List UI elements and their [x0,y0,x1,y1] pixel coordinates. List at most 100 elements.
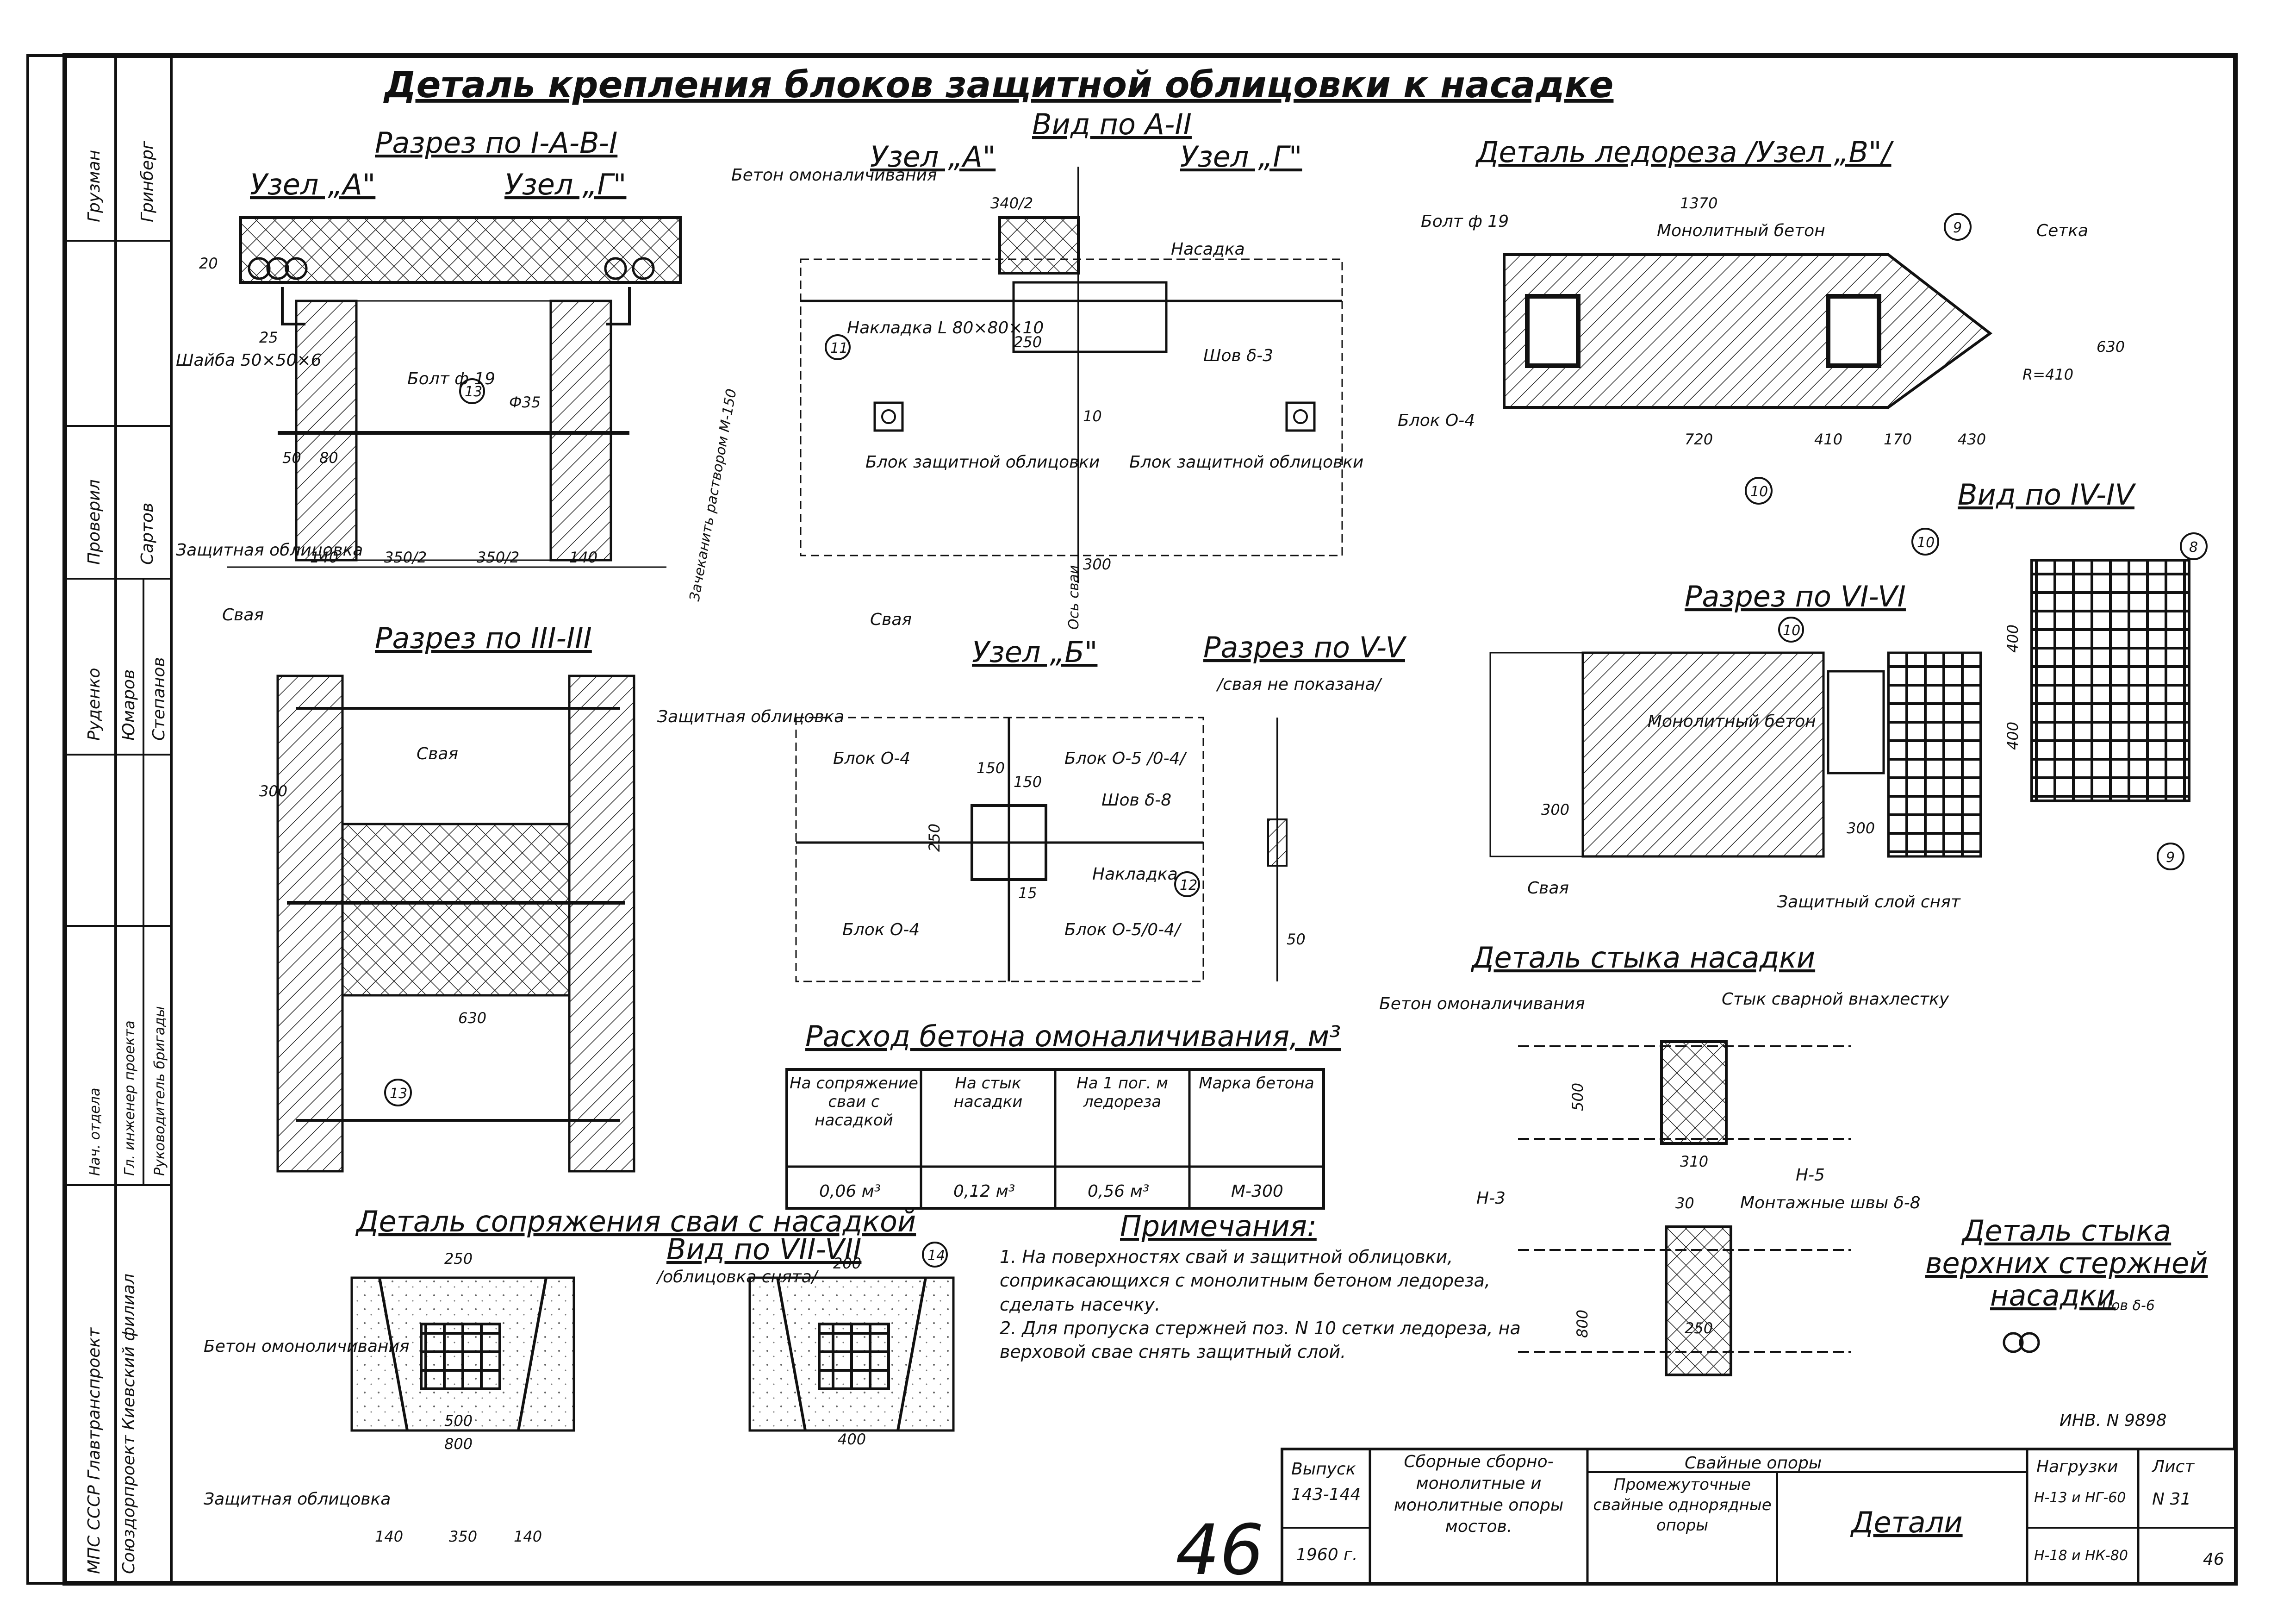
stamp-series: Сборные сборно-монолитные и монолитные о… [1394,1452,1564,1537]
view-a2-title: Вид по А-II [1032,107,1192,141]
dim-140c: 50 [1287,931,1306,948]
stamp-name: Детали [1850,1505,1963,1539]
side-org: Союздорпроект Киевский филиал [119,1274,138,1574]
dim-300b: 300 [1541,801,1569,818]
side-role-2: Гл. инженер проекта [122,1020,138,1176]
label-blok-o4b: Блок О-4 [842,920,920,939]
dim-350a: 350/2 [384,549,427,566]
view-4: Вид по IV-IV 8 10 9 400 400 [1911,478,2208,870]
pile-right [549,300,612,562]
dim-15a: 300 [259,782,287,800]
dim-800a: 800 [1574,1310,1591,1338]
dim-1370: 1370 [1680,194,1717,212]
side-name-2: Гринберг [138,140,157,222]
node-a-title: Узел „А" [250,168,375,201]
notes-title: Примечания: [1120,1209,1317,1243]
label-zash-sloy: Защитный слой снят [1777,893,1961,912]
label-shayba: Шайба 50×50×6 [176,351,322,370]
dim-250d: 250 [444,1250,473,1268]
side-name-4: Сартов [138,503,157,565]
dim-310a: 310 [1680,1153,1708,1170]
node-b-title: Узел „Б" [972,635,1097,669]
notes: Примечания: 1. На поверхностях свай и за… [1000,1209,1521,1362]
section-3: Разрез по III-III Свая Защитная облицовк… [259,621,844,1173]
node-b: Узел „Б" Блок О-4 Блок О-5 /0-4/ Шов δ-8… [795,635,1204,982]
stamp-type: Промежуточные свайные однорядные опоры [1593,1475,1772,1535]
circle-13b: 13 [390,1086,407,1102]
label-bolt: Болт ф 19 [407,369,495,388]
label-svaya-top: Свая [222,606,264,625]
cap-beam [239,216,682,284]
upper-joint-title-1: Деталь стыка [1961,1214,2171,1248]
node-b-plate [971,804,1047,881]
label-blok-zash-1: Блок защитной облицовки [865,453,1100,472]
table-header-2: На стык насадки [953,1074,1023,1111]
dim-20: 20 [199,255,218,272]
stamp-list-label: Лист [2151,1457,2195,1476]
dim-300c: 300 [1847,819,1875,837]
dim-140a: 140 [310,549,338,566]
dim-400c: 400 [838,1430,866,1448]
dim-80: 80 [319,449,338,467]
dim-150a: 150 [977,759,1005,777]
side-title-block: Грузман Гринберг Проверил Сартов Руденко… [63,56,173,1583]
dim-250b: 15 [1018,884,1037,902]
mesh-grid [2030,559,2190,802]
stamp-type-head: Свайные опоры [1685,1454,1822,1473]
stamp-load1: Н-13 и НГ-60 [2034,1490,2126,1506]
section-6: Разрез по VI-VI Монолитный бетон Свая За… [1489,580,1982,912]
cut-5-title: Разрез по V-V [1203,631,1407,664]
side-role-1: Нач. отдела [87,1088,103,1176]
pile-joint-title: Деталь сопряжения сваи с насадкой [355,1205,916,1238]
joint-title: Деталь стыка насадки [1470,941,1815,974]
label-nakladka2: Накладка [1092,865,1178,884]
stamp-vypusk: 143-144 [1291,1485,1361,1504]
main-title: Деталь крепления блоков защитной облицов… [383,64,1613,106]
view-4-title: Вид по IV-IV [1958,478,2137,512]
side-role-3: Руководитель бригады [152,1006,168,1176]
cut6-mesh [1887,651,1982,858]
cut3-pile-right [568,675,635,1173]
cut-3-title: Разрез по III-III [375,621,592,655]
side-name-1: Грузман [85,150,104,222]
side-name-3: Проверил [85,479,104,565]
section-1ab1: Разрез по I-A-B-I Узел „А" Узел „Г" 140 … [176,126,740,625]
circle-8: 8 [2189,539,2198,556]
circle-12: 12 [1180,877,1197,893]
label-shov8: Шов δ-8 [1101,791,1171,810]
dim-350c: 350 [449,1528,477,1545]
cut3-pile-left [276,675,344,1173]
stamp-load-label: Нагрузки [2036,1457,2118,1476]
cut-6-title: Разрез по VI-VI [1685,580,1906,613]
table-header-4: Марка бетона [1199,1074,1314,1093]
stamp-page-big: 46 [1176,1510,1264,1591]
label-svaya-cut3: Свая [417,744,458,763]
side-ministry: МПС СССР Главтранспроект [85,1327,104,1574]
label-os-svai: Ось сваи [1066,565,1082,630]
table-value-1: 0,06 м³ [819,1182,881,1201]
label-blok-o5b: Блок О-5/0-4/ [1064,920,1182,939]
circle-14: 14 [927,1248,945,1264]
dim-f35: Ф35 [509,394,541,411]
label-stik-svar: Стык сварной внахлестку [1722,990,1949,1009]
stamp-load2: Н-18 и НК-80 [2034,1548,2128,1564]
label-beton-omon2: Бетон омоналичивания [1379,994,1585,1013]
table-header-1: На сопряжение сваи с насадкой [790,1074,918,1130]
dim-25: 25 [259,329,278,346]
section-5: Разрез по V-V /свая не показана/ 50 [1203,631,1407,981]
dim-630b: 630 [458,1009,486,1027]
label-nakladka: Накладка L 80×80×10 [847,319,1044,337]
note-2: 2. Для пропуска стержней поз. N 10 сетки… [1000,1318,1521,1362]
dim-30: 30 [1675,1194,1694,1212]
dim-r410: R=410 [2022,366,2073,383]
label-blok-o5: Блок О-5 /0-4/ [1064,749,1188,768]
dim-140e: 140 [514,1528,542,1545]
pile-joint-rebar [420,1323,501,1390]
side-name-5: Руденко [85,668,104,741]
label-bolt19: Болт ф 19 [1421,212,1509,231]
label-monolit-beton: Монолитный бетон [1657,221,1825,240]
circle-13a: 13 [465,384,482,400]
dim-350b: 350/2 [477,549,519,566]
label-blok-o4: Блок О-4 [1398,411,1475,430]
table-value-3: 0,56 м³ [1088,1182,1149,1201]
